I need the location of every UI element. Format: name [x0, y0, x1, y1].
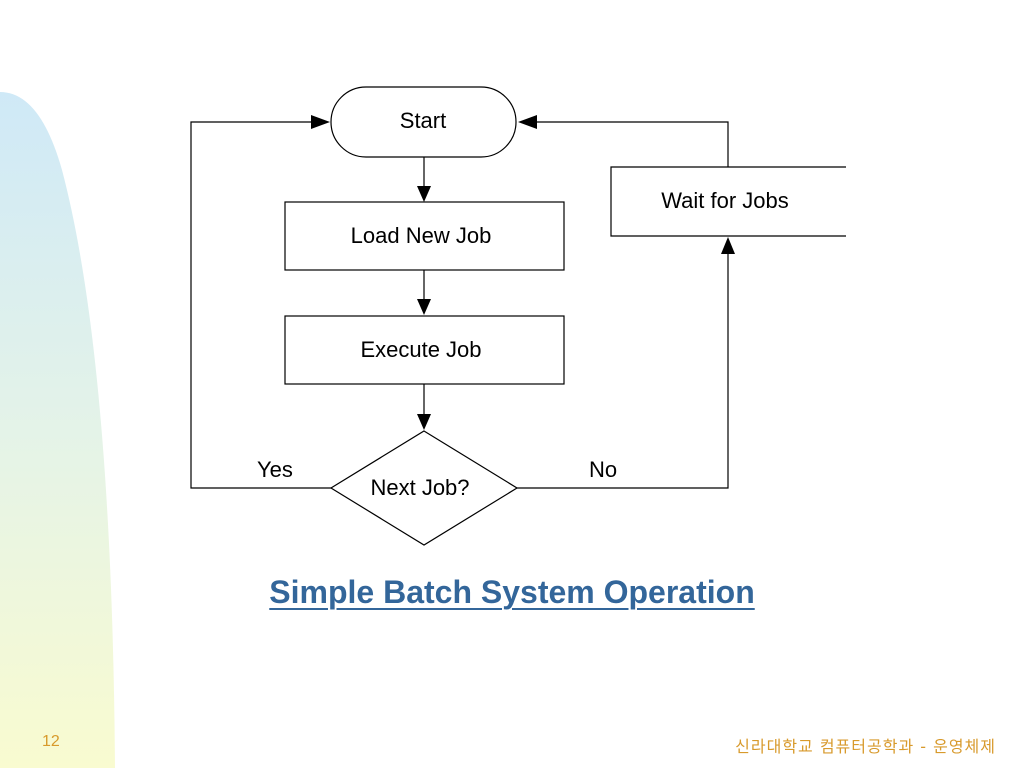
- slide-title: Simple Batch System Operation: [269, 574, 755, 610]
- no-label: No: [589, 457, 617, 482]
- page-number: 12: [42, 733, 60, 750]
- gradient-band-shape: [0, 92, 115, 768]
- load-new-job-label: Load New Job: [351, 223, 492, 248]
- arrowhead-into-decision: [417, 414, 431, 430]
- arrowhead-wait-into-start: [518, 115, 537, 129]
- wait-for-jobs-label: Wait for Jobs: [661, 188, 789, 213]
- next-job-decision: [329, 430, 519, 546]
- arrowhead-into-execute: [417, 299, 431, 315]
- edge-wait-to-start: [536, 121, 729, 167]
- yes-label: Yes: [257, 457, 293, 482]
- arrowhead-no-into-wait: [721, 237, 735, 254]
- start-terminator: [330, 86, 517, 158]
- execute-job-box: [284, 315, 565, 385]
- arrowhead-into-load: [417, 186, 431, 202]
- edge-no-path: [517, 254, 729, 489]
- edge-yes-loop: [190, 121, 331, 489]
- load-new-job-box: [284, 201, 565, 271]
- arrowhead-yes-into-start: [311, 115, 330, 129]
- start-label: Start: [400, 108, 446, 133]
- execute-job-label: Execute Job: [360, 337, 481, 362]
- footer-text: 신라대학교 컴퓨터공학과 - 운영체제: [735, 737, 996, 756]
- next-job-label: Next Job?: [370, 475, 469, 500]
